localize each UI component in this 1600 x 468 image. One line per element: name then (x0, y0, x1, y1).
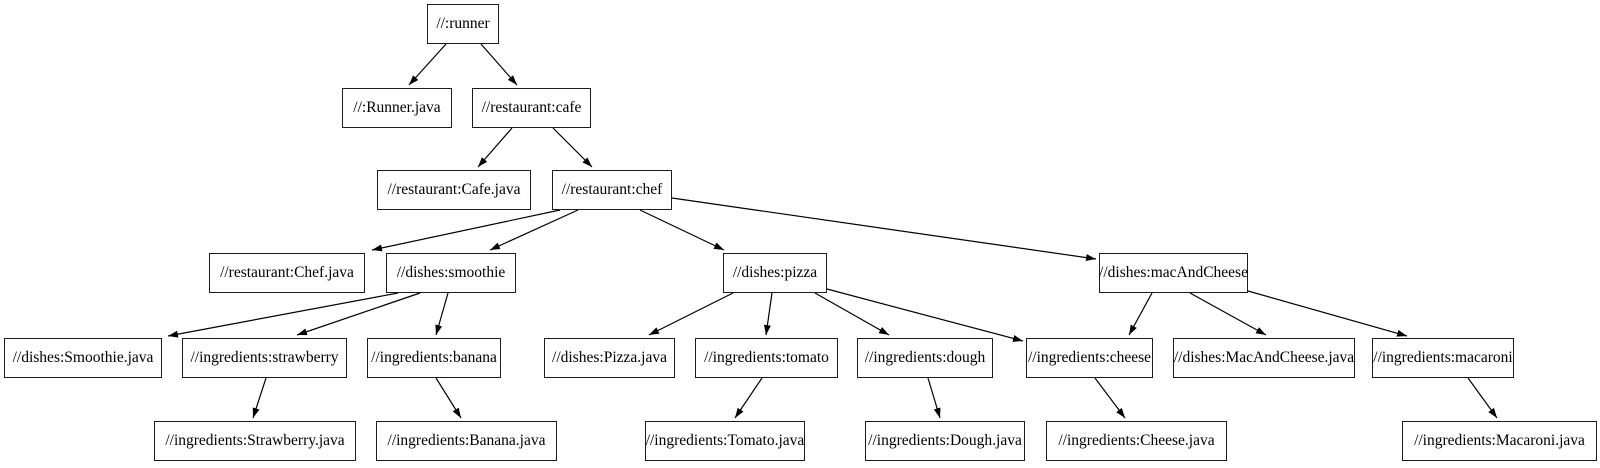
graph-node-tomato-java: //ingredients:Tomato.java (645, 421, 805, 461)
edge-chef-to-pizza (639, 209, 725, 251)
graph-node-dough: //ingredients:dough (857, 338, 993, 378)
edge-chef-to-smoothie (489, 209, 579, 251)
edge-pizza-to-cheese (826, 288, 1024, 342)
edge-runner-to-runner-java (408, 43, 447, 86)
edge-cafe-to-cafe-java (477, 127, 513, 168)
graph-node-macaroni-java: //ingredients:Macaroni.java (1402, 421, 1597, 461)
edge-smoothie-to-banana (435, 292, 449, 336)
graph-node-banana-java: //ingredients:Banana.java (376, 421, 557, 461)
graph-edges (167, 43, 1498, 419)
graph-node-dough-java: //ingredients:Dough.java (865, 421, 1025, 461)
edge-banana-to-banana-java (435, 377, 462, 419)
graph-node-label: //ingredients:strawberry (190, 349, 339, 367)
graph-node-pizza-java: //dishes:Pizza.java (544, 338, 675, 378)
graph-node-runner: //:runner (427, 4, 499, 44)
graph-node-label: //dishes:macAndCheese (1099, 264, 1248, 282)
edge-pizza-to-tomato (763, 292, 773, 336)
graph-node-tomato: //ingredients:tomato (695, 338, 838, 378)
graph-node-pizza: //dishes:pizza (723, 253, 827, 293)
graph-node-label: //ingredients:Macaroni.java (1414, 432, 1585, 450)
graph-node-label: //:runner (436, 15, 490, 33)
graph-node-cafe: //restaurant:cafe (472, 88, 591, 128)
graph-node-chef: //restaurant:chef (552, 170, 672, 210)
edge-macaroni-to-macaroni-java (1467, 377, 1498, 419)
graph-node-label: //restaurant:chef (561, 181, 663, 199)
edge-smoothie-to-strawberry (296, 292, 421, 336)
graph-node-runner-java: //:Runner.java (342, 88, 452, 128)
graph-node-label: //ingredients:Strawberry.java (165, 432, 345, 450)
graph-node-label: //:Runner.java (353, 99, 441, 117)
graph-node-mac-and-cheese-java: //dishes:MacAndCheese.java (1173, 338, 1355, 378)
edge-tomato-to-tomato-java (734, 377, 763, 419)
graph-node-label: //ingredients:cheese (1027, 349, 1152, 367)
graph-node-label: //restaurant:Chef.java (220, 264, 354, 282)
graph-node-smoothie-java: //dishes:Smoothie.java (4, 338, 162, 378)
graph-node-label: //ingredients:banana (371, 349, 497, 367)
graph-node-label: //restaurant:cafe (481, 99, 582, 117)
edge-dough-to-dough-java (927, 377, 941, 419)
edge-smoothie-to-smoothie-java (167, 292, 399, 338)
graph-node-label: //dishes:Pizza.java (552, 349, 667, 367)
edge-cheese-to-cheese-java (1094, 377, 1126, 419)
graph-node-label: //ingredients:dough (864, 349, 986, 367)
edge-chef-to-chef-java (371, 209, 561, 252)
graph-node-label: //ingredients:macaroni (1373, 349, 1513, 367)
edge-mac-and-cheese-to-macaroni (1247, 290, 1408, 337)
graph-node-label: //dishes:Smoothie.java (12, 349, 154, 367)
graph-node-cafe-java: //restaurant:Cafe.java (377, 170, 531, 210)
graph-node-strawberry: //ingredients:strawberry (182, 338, 347, 378)
edge-pizza-to-pizza-java (648, 292, 734, 336)
graph-node-label: //ingredients:Tomato.java (645, 432, 805, 450)
edge-cafe-to-chef (552, 127, 593, 168)
graph-node-cheese: //ingredients:cheese (1026, 338, 1153, 378)
graph-node-label: //dishes:MacAndCheese.java (1173, 349, 1355, 367)
graph-node-banana: //ingredients:banana (367, 338, 501, 378)
graph-node-mac-and-cheese: //dishes:macAndCheese (1099, 253, 1248, 293)
edge-chef-to-mac-and-cheese (671, 197, 1097, 262)
graph-node-label: //ingredients:Cheese.java (1058, 432, 1215, 450)
graph-node-label: //dishes:pizza (732, 264, 818, 282)
graph-node-strawberry-java: //ingredients:Strawberry.java (154, 421, 356, 461)
graph-node-label: //ingredients:tomato (704, 349, 829, 367)
graph-node-label: //ingredients:Banana.java (387, 432, 546, 450)
edge-pizza-to-dough (814, 292, 890, 336)
edge-mac-and-cheese-to-cheese (1128, 292, 1153, 336)
graph-node-label: //restaurant:Cafe.java (387, 181, 521, 199)
edge-runner-to-cafe (480, 43, 518, 86)
graph-node-smoothie: //dishes:smoothie (386, 253, 516, 293)
graph-node-label: //dishes:smoothie (396, 264, 506, 282)
graph-node-cheese-java: //ingredients:Cheese.java (1046, 421, 1227, 461)
graph-node-label: //ingredients:Dough.java (868, 432, 1022, 450)
edge-mac-and-cheese-to-mac-and-cheese-java (1189, 292, 1267, 336)
graph-node-macaroni: //ingredients:macaroni (1372, 338, 1514, 378)
edge-strawberry-to-strawberry-java (252, 377, 267, 419)
graph-node-chef-java: //restaurant:Chef.java (209, 253, 365, 293)
